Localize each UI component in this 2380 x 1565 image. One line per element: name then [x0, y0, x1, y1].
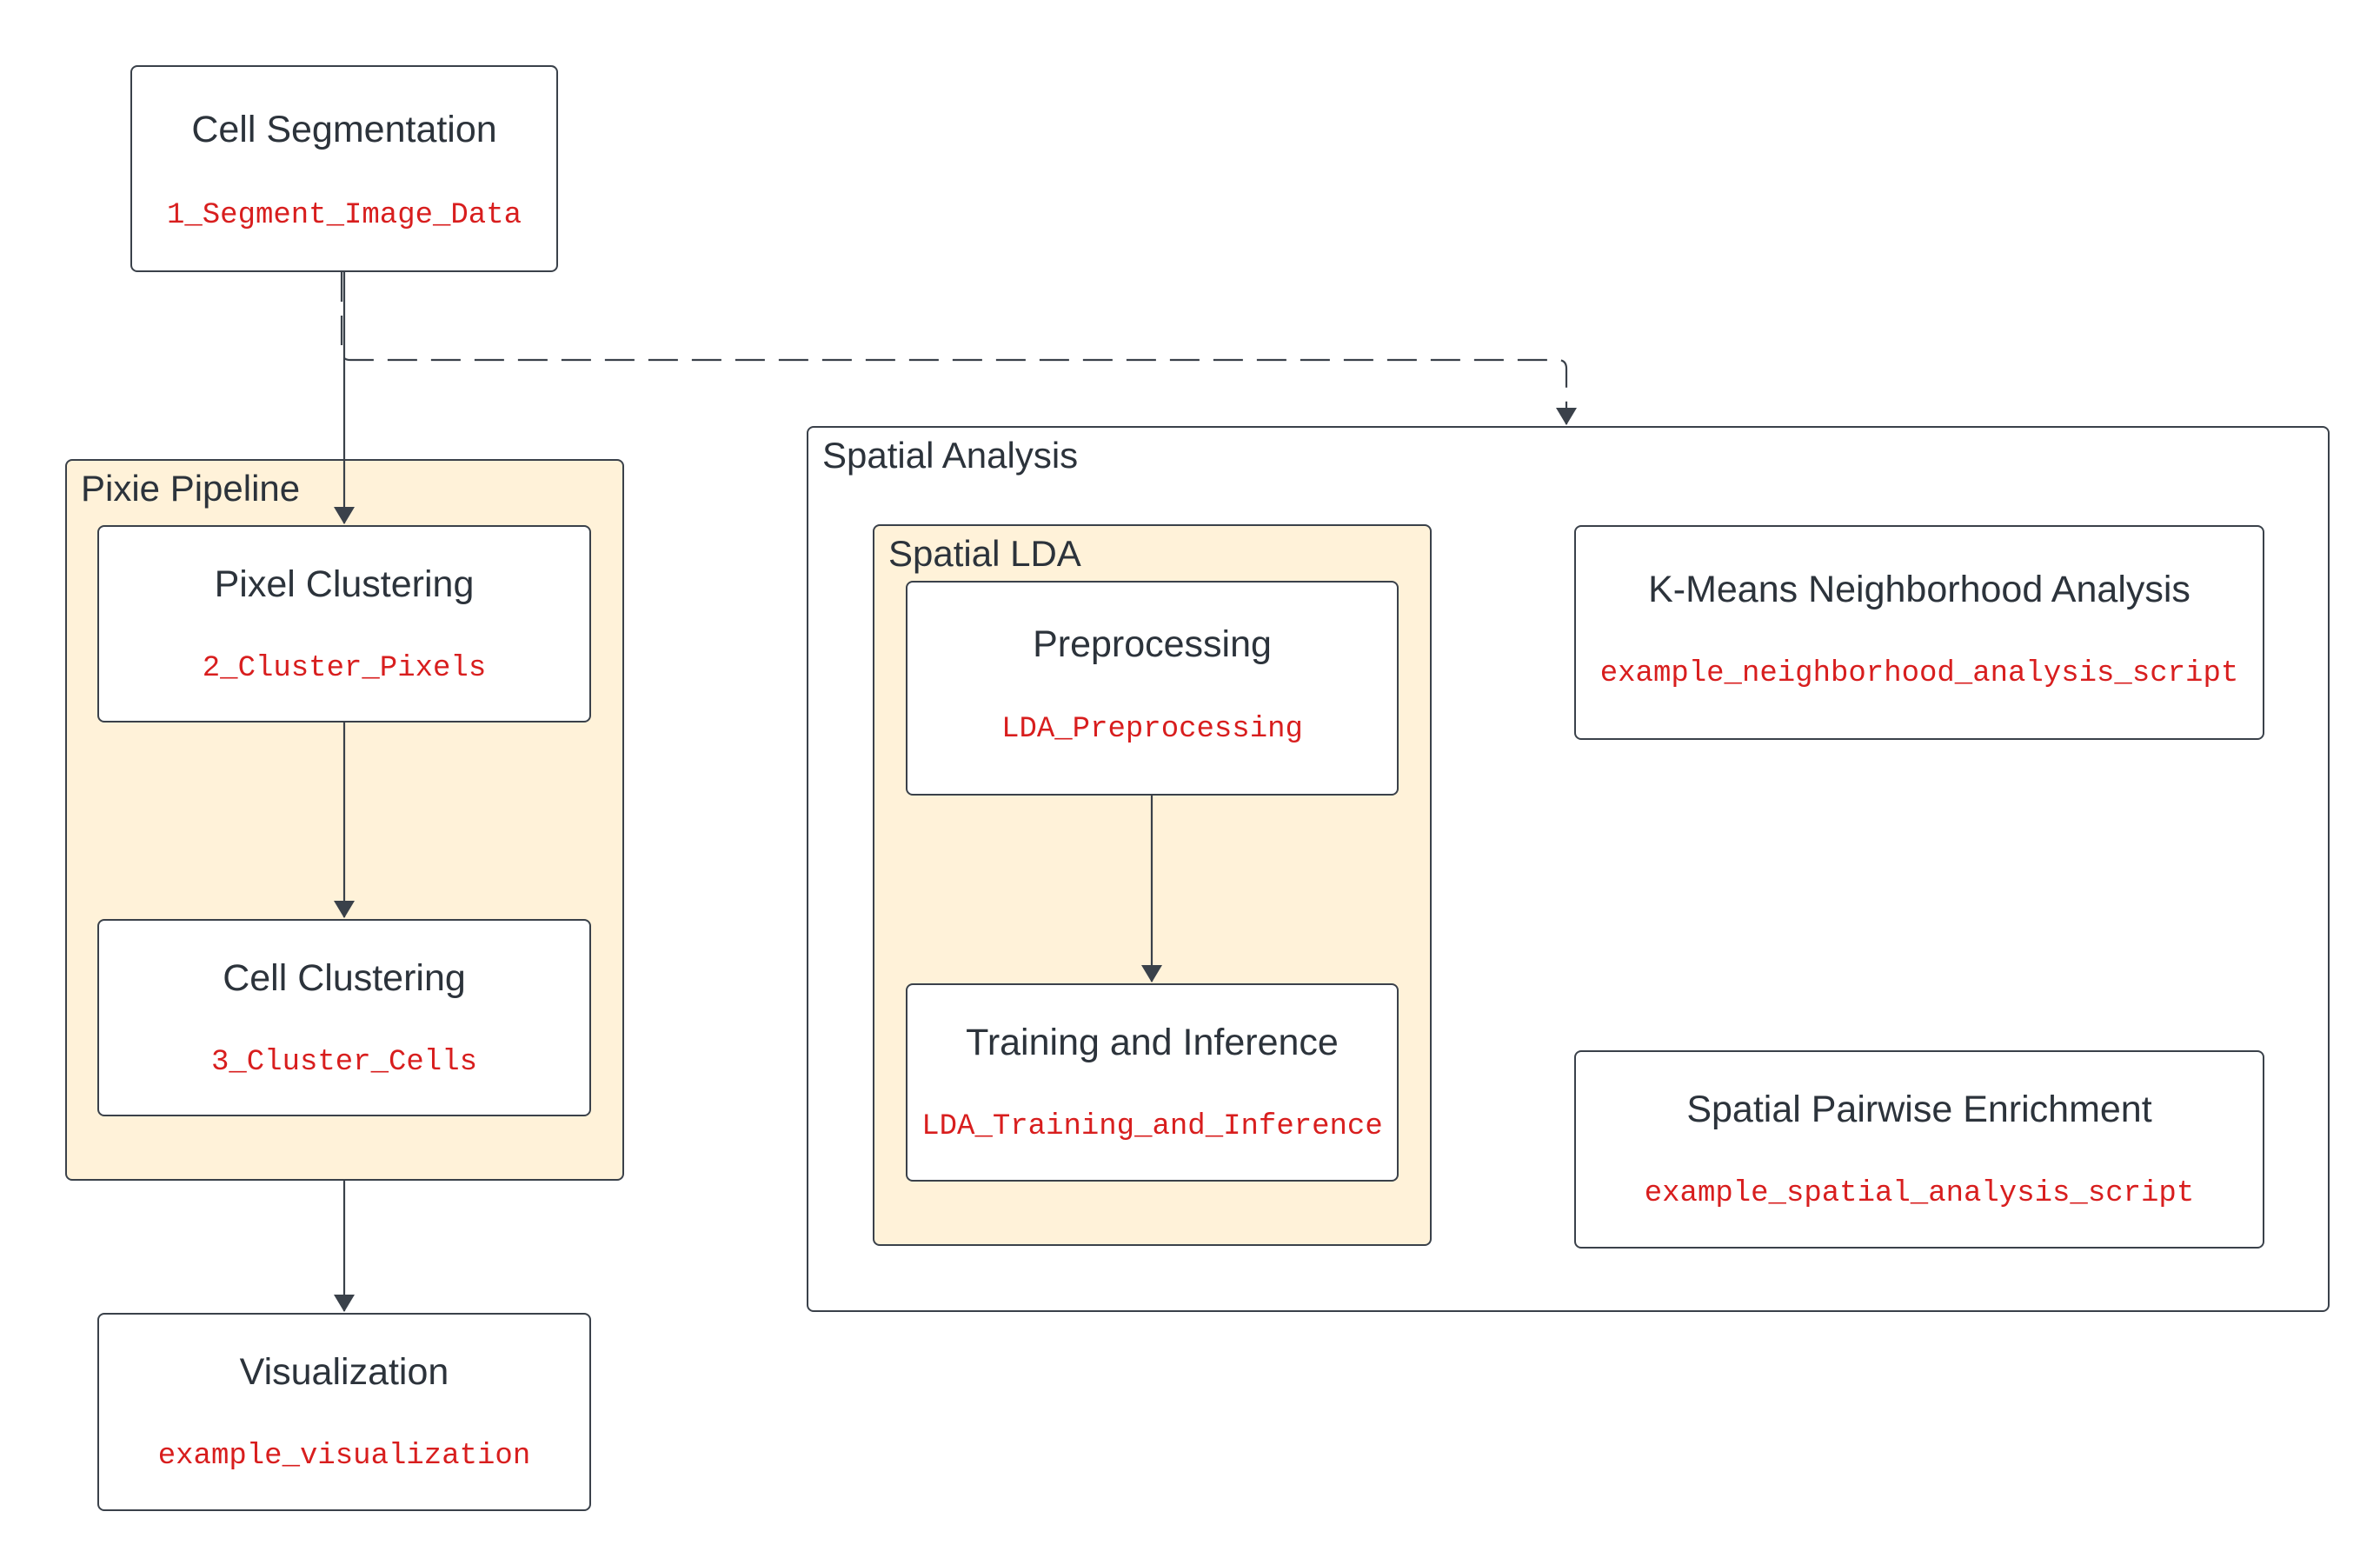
- pixel-clustering-code: 2_Cluster_Pixels: [202, 652, 487, 685]
- visualization-code: example_visualization: [157, 1440, 531, 1473]
- visualization-node: Visualization example_visualization: [97, 1313, 591, 1511]
- pixie-pipeline-title: Pixie Pipeline: [81, 468, 301, 509]
- spatial-analysis-title: Spatial Analysis: [822, 435, 1079, 476]
- pairwise-node: Spatial Pairwise Enrichment example_spat…: [1574, 1050, 2264, 1249]
- preprocessing-node: Preprocessing LDA_Preprocessing: [906, 581, 1399, 796]
- cell-segmentation-node: Cell Segmentation 1_Segment_Image_Data: [130, 65, 558, 272]
- preprocessing-code: LDA_Preprocessing: [1001, 713, 1303, 746]
- pixel-clustering-node: Pixel Clustering 2_Cluster_Pixels: [97, 525, 591, 723]
- cell-clustering-code: 3_Cluster_Cells: [210, 1046, 478, 1079]
- training-inference-code: LDA_Training_and_Inference: [921, 1110, 1383, 1143]
- cell-segmentation-code: 1_Segment_Image_Data: [166, 199, 522, 232]
- pixel-clustering-title: Pixel Clustering: [214, 563, 475, 605]
- edge-segmentation-to-spatial: [340, 272, 1577, 425]
- cell-clustering-title: Cell Clustering: [223, 957, 466, 999]
- cell-segmentation-title: Cell Segmentation: [191, 109, 497, 150]
- preprocessing-title: Preprocessing: [1033, 623, 1272, 665]
- kmeans-node: K-Means Neighborhood Analysis example_ne…: [1574, 525, 2264, 740]
- pairwise-code: example_spatial_analysis_script: [1644, 1177, 2195, 1210]
- spatial-lda-title: Spatial LDA: [888, 533, 1081, 574]
- training-inference-node: Training and Inference LDA_Training_and_…: [906, 983, 1399, 1182]
- cell-clustering-node: Cell Clustering 3_Cluster_Cells: [97, 919, 591, 1116]
- kmeans-code: example_neighborhood_analysis_script: [1599, 657, 2239, 690]
- kmeans-title: K-Means Neighborhood Analysis: [1648, 569, 2191, 610]
- pairwise-title: Spatial Pairwise Enrichment: [1686, 1089, 2152, 1130]
- visualization-title: Visualization: [239, 1351, 449, 1393]
- training-inference-title: Training and Inference: [966, 1022, 1339, 1063]
